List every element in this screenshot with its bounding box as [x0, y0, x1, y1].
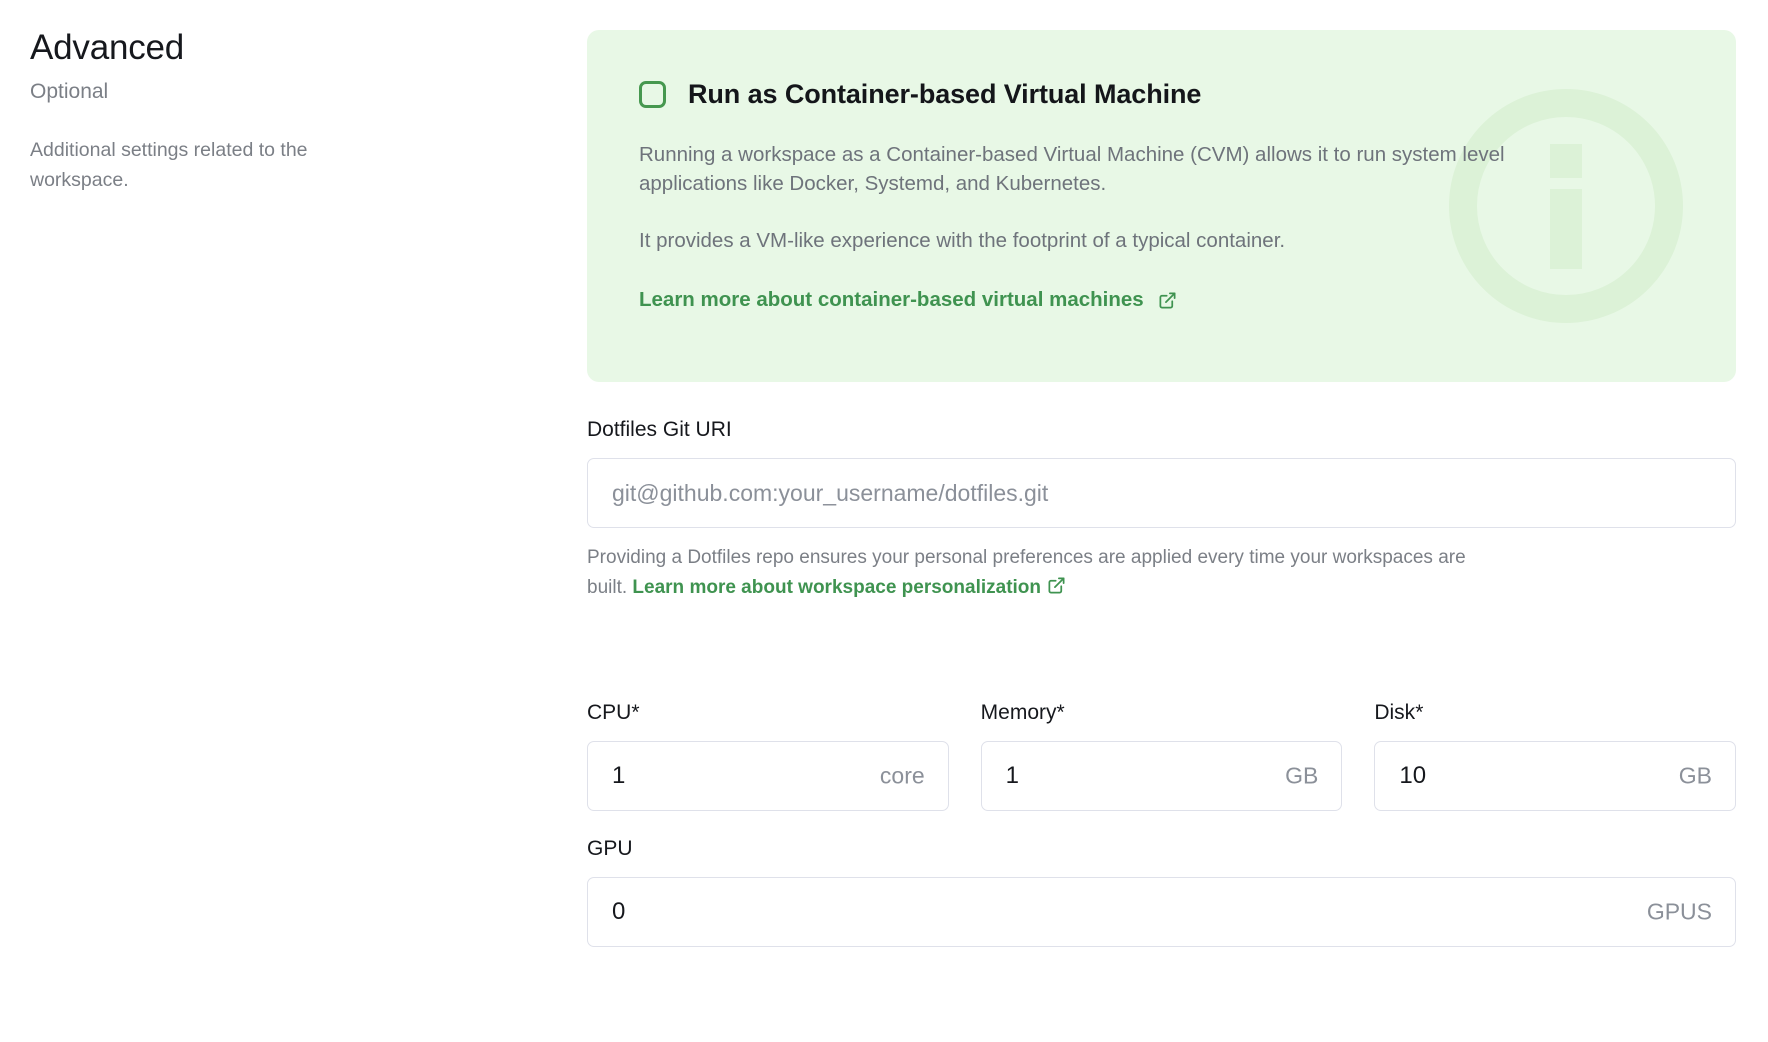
memory-field-block: Memory* GB: [980, 699, 1343, 811]
page-title: Advanced: [30, 28, 185, 67]
memory-input[interactable]: [980, 741, 1343, 811]
cvm-callout-banner: Run as Container-based Virtual Machine R…: [587, 30, 1736, 382]
workspace-personalization-link[interactable]: Learn more about workspace personalizati…: [632, 577, 1042, 598]
cvm-checkbox[interactable]: [639, 80, 666, 108]
dotfiles-label: Dotfiles Git URI: [587, 418, 732, 441]
gpu-input[interactable]: [587, 877, 1736, 947]
cvm-checkbox-row[interactable]: Run as Container-based Virtual Machine: [639, 78, 1684, 110]
external-link-icon[interactable]: [1158, 291, 1177, 310]
memory-label: Memory*: [980, 701, 1065, 724]
disk-field-block: Disk* GB: [1374, 699, 1737, 811]
resource-inputs-row: CPU* core Memory* GB Disk* GB: [587, 699, 1737, 811]
advanced-settings-form: Run as Container-based Virtual Machine R…: [587, 0, 1737, 947]
disk-input[interactable]: [1374, 741, 1737, 811]
cvm-learn-more-row[interactable]: Learn more about container-based virtual…: [639, 287, 1684, 313]
cpu-field-block: CPU* core: [587, 699, 949, 811]
external-link-icon[interactable]: [1047, 576, 1066, 595]
gpu-label: GPU: [587, 837, 633, 860]
section-optional-label: Optional: [30, 80, 109, 103]
section-description: Additional settings related to the works…: [30, 139, 308, 191]
gpu-field-block: GPU GPUS: [587, 835, 1736, 947]
dotfiles-helper-text: Providing a Dotfiles repo ensures your p…: [587, 543, 1487, 603]
cvm-learn-more-link[interactable]: Learn more about container-based virtual…: [639, 288, 1144, 311]
dotfiles-field-block: Dotfiles Git URI Providing a Dotfiles re…: [587, 416, 1736, 603]
cvm-title: Run as Container-based Virtual Machine: [688, 79, 1202, 109]
advanced-section-header: Advanced Optional Additional settings re…: [30, 26, 460, 195]
cpu-input[interactable]: [587, 741, 949, 811]
disk-label: Disk*: [1374, 701, 1424, 724]
cvm-paragraph-2: It provides a VM-like experience with th…: [639, 229, 1286, 252]
dotfiles-git-uri-input[interactable]: [587, 458, 1736, 528]
cvm-paragraph-1: Running a workspace as a Container-based…: [639, 143, 1505, 195]
cpu-label: CPU*: [587, 701, 640, 724]
dotfiles-helper-prefix: Providing a Dotfiles repo ensures your p…: [587, 547, 1466, 598]
